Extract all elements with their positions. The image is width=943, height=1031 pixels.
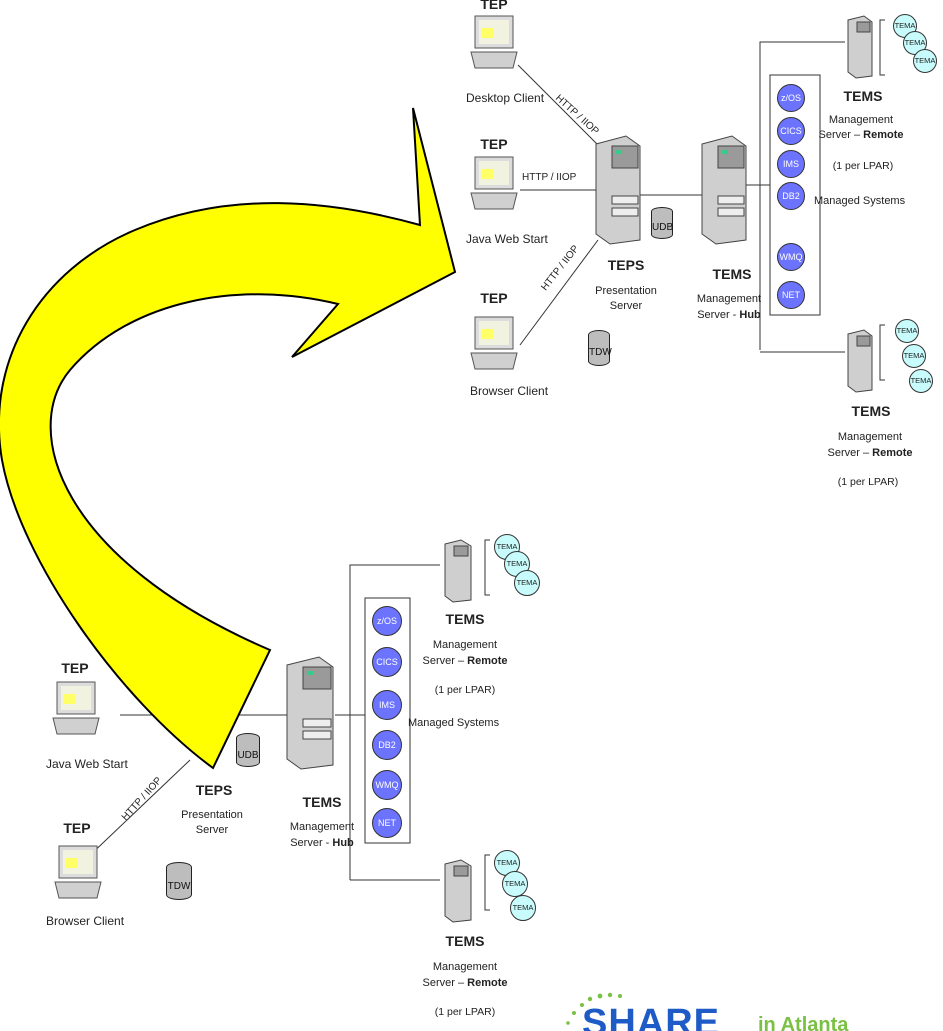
managed-system-net: NET <box>777 281 805 309</box>
tdw-database: TDW <box>588 330 612 366</box>
tems-remote-lpar-1: (1 per LPAR) <box>832 160 894 172</box>
tems-remote-server-icon-4 <box>444 859 472 923</box>
managed-systems-box-2 <box>364 597 411 844</box>
line-desktop-teps <box>517 64 599 146</box>
tems-remote-lpar-2: (1 per LPAR) <box>837 476 899 488</box>
tema-agent: TEMA <box>510 895 536 921</box>
teps-label-2: TEPS <box>195 782 233 798</box>
udb-database-2: UDB <box>236 733 260 767</box>
tems-remote-management-3: Management <box>432 639 498 651</box>
managed-system-wmq-2: WMQ <box>372 770 402 800</box>
desktop-client-label: Desktop Client <box>466 91 545 105</box>
line-tems-remote-top <box>759 41 845 350</box>
java-web-start-icon-2 <box>52 681 100 735</box>
desktop-client-icon <box>470 15 518 69</box>
managed-system-cics-2: CICS <box>372 647 402 677</box>
tems-remote-management-1: Management <box>828 114 894 126</box>
managed-system-db2: DB2 <box>777 182 805 210</box>
tems-remote-lpar-4: (1 per LPAR) <box>434 1006 496 1018</box>
teps-label: TEPS <box>607 257 645 273</box>
line-tems-remote-top-2 <box>349 564 440 880</box>
tems-remote-label-3: TEMS <box>445 611 485 627</box>
managed-system-zos: z/OS <box>777 84 805 112</box>
browser-client-label: Browser Client <box>470 384 549 398</box>
tema-agent: TEMA <box>895 319 919 343</box>
tems-hub-server-icon <box>701 135 747 245</box>
tems-remote-server-icon-3 <box>444 539 472 603</box>
protocol-label-java: HTTP / IIOP <box>522 172 577 183</box>
tems-remote-label-1: TEMS <box>843 88 883 104</box>
presentation-server-label-2: Presentation Server <box>181 809 243 836</box>
udb-database: UDB <box>651 207 673 239</box>
tems-remote-server-4: Server – Remote <box>422 977 508 989</box>
presentation-server-label: Presentation Server <box>595 285 657 312</box>
tems-remote-management-2: Management <box>837 431 903 443</box>
tems-remote-server-3: Server – Remote <box>422 655 508 667</box>
tems-hub-server-label-2: Server - Hub <box>290 837 354 849</box>
java-web-start-icon <box>470 156 518 210</box>
managed-systems-label-2: Managed Systems <box>408 717 500 729</box>
share-logo-location: in Atlanta <box>758 1014 849 1031</box>
managed-systems-box <box>769 74 821 316</box>
tems-remote-management-4: Management <box>432 961 498 973</box>
tep-label-browser-2: TEP <box>63 820 91 836</box>
share-logo-brand: SHARE <box>582 1002 721 1031</box>
tems-hub-management-label: Management <box>696 293 762 305</box>
tep-label-desktop: TEP <box>480 0 508 12</box>
browser-client-icon-2 <box>54 845 102 899</box>
tema-agent: TEMA <box>909 369 933 393</box>
tems-hub-server-label: Server - Hub <box>697 309 761 321</box>
browser-client-icon <box>470 316 518 370</box>
tema-agent: TEMA <box>902 344 926 368</box>
tems-hub-label-2: TEMS <box>302 794 342 810</box>
tema-agent: TEMA <box>913 49 937 73</box>
tems-remote-server-icon-1 <box>847 15 873 79</box>
tema-agent: TEMA <box>502 871 528 897</box>
java-web-start-label-2: Java Web Start <box>46 757 128 771</box>
tdw-database-2: TDW <box>166 862 192 900</box>
managed-system-zos-2: z/OS <box>372 606 402 636</box>
tema-agent: TEMA <box>514 570 540 596</box>
tems-remote-server-2: Server – Remote <box>827 447 913 459</box>
share-logo-dots <box>566 992 622 1025</box>
tep-label-java: TEP <box>480 136 508 152</box>
tems-remote-lpar-3: (1 per LPAR) <box>434 684 496 696</box>
managed-system-db2-2: DB2 <box>372 730 402 760</box>
managed-system-net-2: NET <box>372 808 402 838</box>
line-browser-teps-2 <box>84 759 191 861</box>
tep-label-browser: TEP <box>480 290 508 306</box>
tep-label-java-2: TEP <box>61 660 89 676</box>
managed-system-wmq: WMQ <box>777 243 805 271</box>
tems-remote-server-1: Server – Remote <box>818 129 904 141</box>
tems-remote-label-4: TEMS <box>445 933 485 949</box>
tems-remote-server-icon-2 <box>847 329 873 393</box>
tems-hub-label: TEMS <box>712 266 752 282</box>
managed-systems-label: Managed Systems <box>814 195 906 207</box>
tems-remote-label-2: TEMS <box>851 403 891 419</box>
line-browser-teps <box>519 239 599 346</box>
tems-hub-server-icon-2 <box>286 656 334 770</box>
tems-hub-management-label-2: Management <box>289 821 355 833</box>
managed-system-ims: IMS <box>777 150 805 178</box>
java-web-start-label: Java Web Start <box>466 232 548 246</box>
browser-client-label-2: Browser Client <box>46 914 125 928</box>
managed-system-ims-2: IMS <box>372 690 402 720</box>
managed-system-cics: CICS <box>777 117 805 145</box>
teps-server-icon <box>595 135 641 245</box>
